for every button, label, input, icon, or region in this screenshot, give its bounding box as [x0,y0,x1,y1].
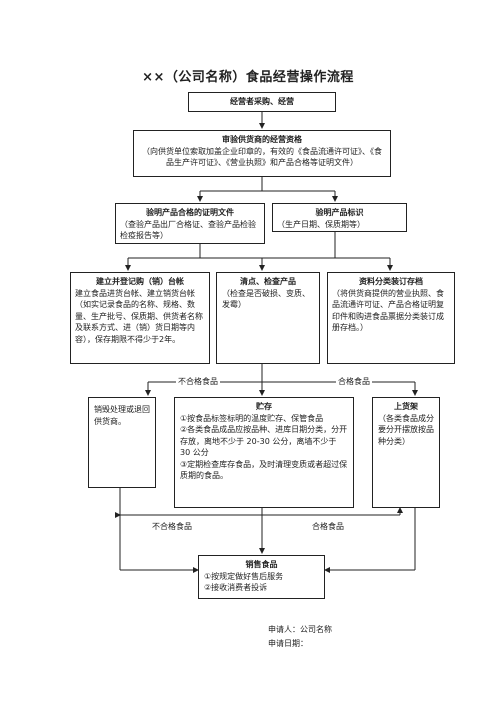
node-supplier-qualification: 审验供货商的经营资格 （向供货单位索取加盖企业印章的，有效的《食品流通许可证》、… [133,130,391,177]
node-certificate-body: （查验产品出厂合格证、查验产品检验检疫报告等） [120,219,256,241]
node-purchase: 经营者采购、经营 [188,92,336,112]
node-label-title: 验明产品标识 [315,208,364,217]
node-sales-body: ①按规定做好售后服务 ②接收消费者投诉 [204,571,284,593]
node-purchase-title: 经营者采购、经营 [230,97,294,106]
page-title: ××（公司名称）食品经营操作流程 [142,70,354,85]
node-sales-title: 销售食品 [245,560,278,569]
label-unqualified-bottom: 不合格食品 [150,521,194,532]
node-inspect: 清点、检查产品 （检查是否破损、变质、发霉） [216,272,320,364]
node-sales: 销售食品 ①按规定做好售后服务 ②接收消费者投诉 [198,555,325,599]
node-shelf-title: 上货架 [394,402,418,411]
node-label: 验明产品标识 （生产日期、保质期等） [272,203,407,232]
node-certificate: 验明产品合格的证明文件 （查验产品出厂合格证、查验产品检验检疫报告等） [115,203,265,244]
node-storage-title: 贮存 [256,402,272,411]
label-qualified-bottom: 合格食品 [310,521,346,532]
node-storage: 贮存 ①按食品标签标明的温度贮存、保管食品 ②各类食品成品应按品种、进库日期分类… [174,397,354,508]
node-archive-title: 资料分类装订存档 [359,277,423,286]
node-ledger-body: 建立食品进货台帐、建立销货台帐（如实记录食品的名称、规格、数量、生产批号、保质期… [75,288,203,344]
node-dispose-body: 销毁处理或退回供货商。 [94,405,150,426]
node-ledger: 建立并登记购（销）台帐 建立食品进货台帐、建立销货台帐（如实记录食品的名称、规格… [70,272,210,364]
footer-applicant: 申请人：公司名称 [268,625,332,634]
node-supplier-title: 审验供货商的经营资格 [222,135,302,144]
node-shelf: 上货架 （各类食品成分要分开摆放按品种分类） [372,397,440,508]
node-archive-body: （将供货商提供的营业执照、食品流通许可证、产品合格证明复印件和购进食品票据分类装… [332,288,444,333]
node-supplier-body: （向供货单位索取加盖企业印章的，有效的《食品流通许可证》、《食品生产许可证》、《… [142,146,382,168]
node-storage-body: ①按食品标签标明的温度贮存、保管食品 ②各类食品成品应按品种、进库日期分类，分开… [180,413,348,481]
label-qualified-top: 合格食品 [336,376,372,387]
node-inspect-body: （检查是否破损、变质、发霉） [222,288,310,310]
label-unqualified-top: 不合格食品 [176,376,220,387]
node-shelf-body: （各类食品成分要分开摆放按品种分类） [378,413,434,446]
node-certificate-title: 验明产品合格的证明文件 [146,208,234,217]
node-dispose: 销毁处理或退回供货商。 [88,397,156,488]
node-ledger-title: 建立并登记购（销）台帐 [96,277,184,286]
footer-date: 申请日期： [268,639,308,648]
node-inspect-title: 清点、检查产品 [240,277,296,286]
node-archive: 资料分类装订存档 （将供货商提供的营业执照、食品流通许可证、产品合格证明复印件和… [327,272,455,364]
node-label-body: （生产日期、保质期等） [277,219,365,229]
